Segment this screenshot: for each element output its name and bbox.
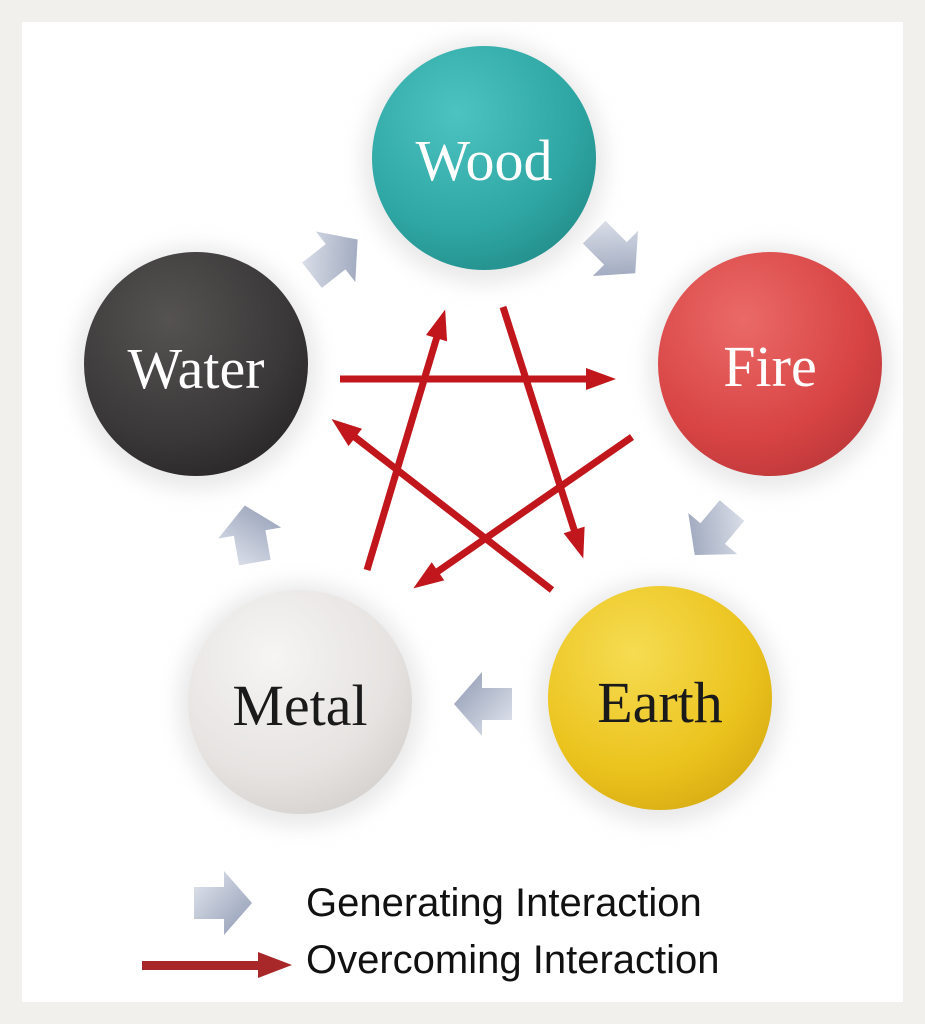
fire-circle [658,252,882,476]
element-metal: Metal [188,590,412,814]
generating-arrow-wood-to-fire [582,220,639,277]
element-wood: Wood [372,46,596,270]
generating-arrow-water-to-wood [302,231,358,288]
generating-arrow-earth-to-metal [454,672,512,736]
water-circle [84,252,308,476]
earth-label: Earth [597,670,723,735]
wood-label: Wood [415,128,552,193]
legend-generating-text: Generating Interaction [306,881,702,925]
generating-arrow-metal-to-water [218,505,282,566]
overcoming-arrows [331,305,634,593]
overcoming-arrow-earth-to-water [331,418,555,593]
legend-overcoming-text: Overcoming Interaction [306,938,720,982]
diagram-frame: Wood Fire Earth Metal Water Generating I… [22,22,903,1002]
fire-label: Fire [723,334,816,399]
element-fire: Fire [658,252,882,476]
legend-generating-icon [194,871,252,935]
generating-arrow-fire-to-earth [688,500,745,555]
metal-label: Metal [232,673,367,738]
element-water: Water [84,252,308,476]
legend-overcoming-icon [142,952,292,978]
overcoming-arrow-metal-to-wood [363,309,448,572]
overcoming-arrow-fire-to-metal [413,434,634,589]
legend: Generating Interaction Overcoming Intera… [142,871,720,982]
overcoming-arrow-water-to-fire [340,368,616,390]
metal-circle [188,590,412,814]
element-earth: Earth [548,586,772,810]
wood-circle [372,46,596,270]
generating-arrows [218,220,745,736]
water-label: Water [127,336,264,401]
five-elements-diagram: Wood Fire Earth Metal Water Generating I… [74,40,892,982]
earth-circle [548,586,772,810]
overcoming-arrow-wood-to-earth [499,305,585,559]
